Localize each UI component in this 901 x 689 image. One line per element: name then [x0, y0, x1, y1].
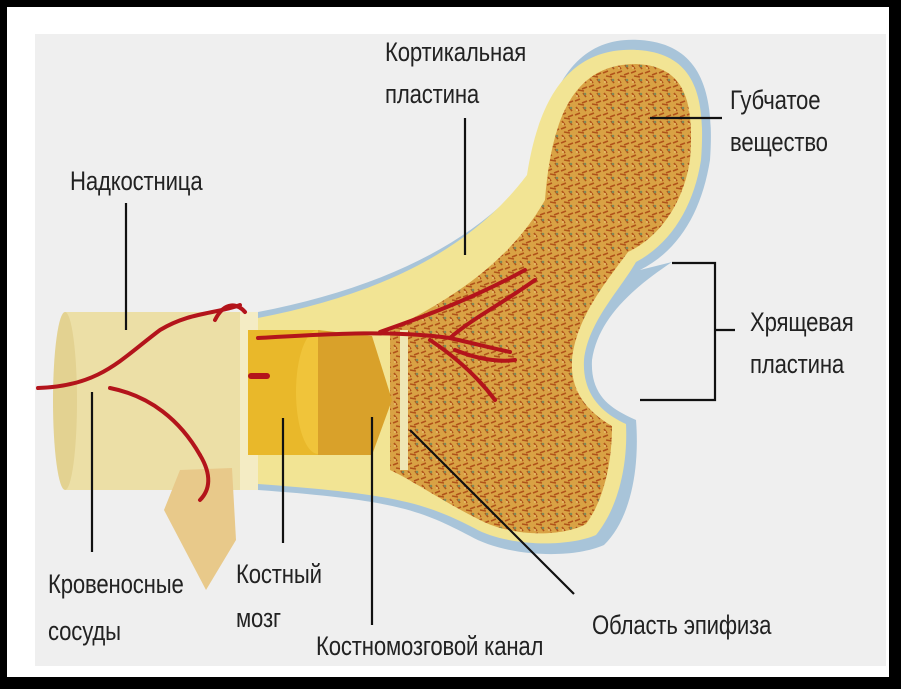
periosteum-shaft — [53, 312, 258, 490]
label-cartilage-line2: пластина — [750, 348, 844, 381]
label-spongy-bone-line1: Губчатое — [730, 84, 820, 117]
label-epiphysis: Область эпифиза — [592, 609, 771, 642]
bone-marrow — [248, 330, 392, 455]
label-cortical-plate-line1: Кортикальная — [385, 36, 526, 69]
label-marrow-line1: Костный — [236, 558, 322, 591]
label-medullary-canal: Костномозговой канал — [316, 630, 543, 663]
label-periosteum: Надкостница — [70, 165, 202, 198]
label-cartilage-line1: Хрящевая — [750, 306, 854, 339]
label-spongy-bone-line2: вещество — [730, 126, 828, 159]
label-vessels-line1: Кровеносные — [48, 568, 184, 601]
label-marrow-line2: мозг — [236, 602, 281, 635]
label-vessels-line2: сосуды — [48, 615, 121, 648]
label-cortical-plate-line2: пластина — [385, 78, 479, 111]
